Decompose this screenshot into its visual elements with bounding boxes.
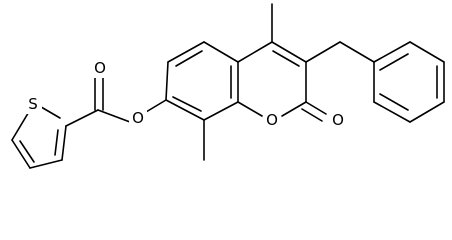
atom-labels: S O O O O: [24, 58, 347, 130]
bond-c4-c3: [271, 41, 307, 63]
bond-ph-1-2-inner: [379, 53, 409, 71]
bond-c6-c5: [167, 41, 205, 63]
bond-carbonyl-ester-o: [97, 109, 131, 123]
bond-c3-ch2: [305, 41, 341, 63]
bond-c5-c4: [11, 139, 31, 169]
bond-c2-o-double-a: [305, 101, 327, 115]
bond-ph-5-6-inner: [379, 93, 409, 111]
bond-c8-c7-inner: [172, 96, 202, 112]
benzene-ring-fused: [165, 41, 239, 161]
bond-ch2-phenyl: [339, 41, 375, 63]
bond-c8a-c8: [203, 101, 239, 121]
bond-c4-c3-inner: [272, 50, 300, 67]
ring-oxygen-label: O: [266, 111, 278, 129]
bond-ph-1-2: [373, 41, 411, 63]
bond-ph-2-3: [409, 41, 445, 63]
pyranone-ring: [237, 3, 327, 122]
thiophene-ring: [11, 103, 67, 169]
bond-ph-4-5: [409, 101, 445, 123]
bond-ph-5-6: [373, 101, 411, 123]
lactone-o-label-bg: [329, 110, 347, 130]
ester-o-label-bg: [129, 108, 147, 128]
bond-c6-c5-inner: [175, 50, 203, 67]
bond-c2-o1: [281, 101, 307, 117]
carbonyl-oxygen-label: O: [94, 59, 106, 77]
bond-c8-c7: [165, 99, 205, 121]
bond-ester-o-aryl: [145, 99, 167, 113]
sulfur-atom-label: S: [28, 95, 38, 113]
bond-c5-c4a: [203, 41, 239, 63]
bond-s-c5: [11, 109, 31, 141]
benzyl-group: [305, 41, 445, 123]
ester-oxygen-label: O: [132, 109, 144, 127]
sulfur-label-bg: [24, 94, 42, 114]
bond-c4-c3: [29, 159, 63, 169]
bond-c2-carbonyl: [65, 109, 99, 127]
bond-c7-c6: [165, 61, 169, 101]
carbonyl-o-label-bg: [91, 58, 109, 78]
chemical-structure: S O O O O: [11, 3, 445, 169]
bond-c2-o-double-b: [301, 108, 323, 122]
bond-c3-c2-inner: [54, 129, 59, 156]
ring-o-label-bg: [263, 110, 281, 130]
bond-c5-c4-inner: [19, 140, 35, 163]
bond-c3-c2: [61, 125, 67, 161]
bond-c4a-c4: [237, 41, 273, 63]
ester-linker: [65, 75, 167, 127]
bond-o1-c8a: [237, 101, 263, 117]
lactone-carbonyl-oxygen-label: O: [332, 111, 344, 129]
